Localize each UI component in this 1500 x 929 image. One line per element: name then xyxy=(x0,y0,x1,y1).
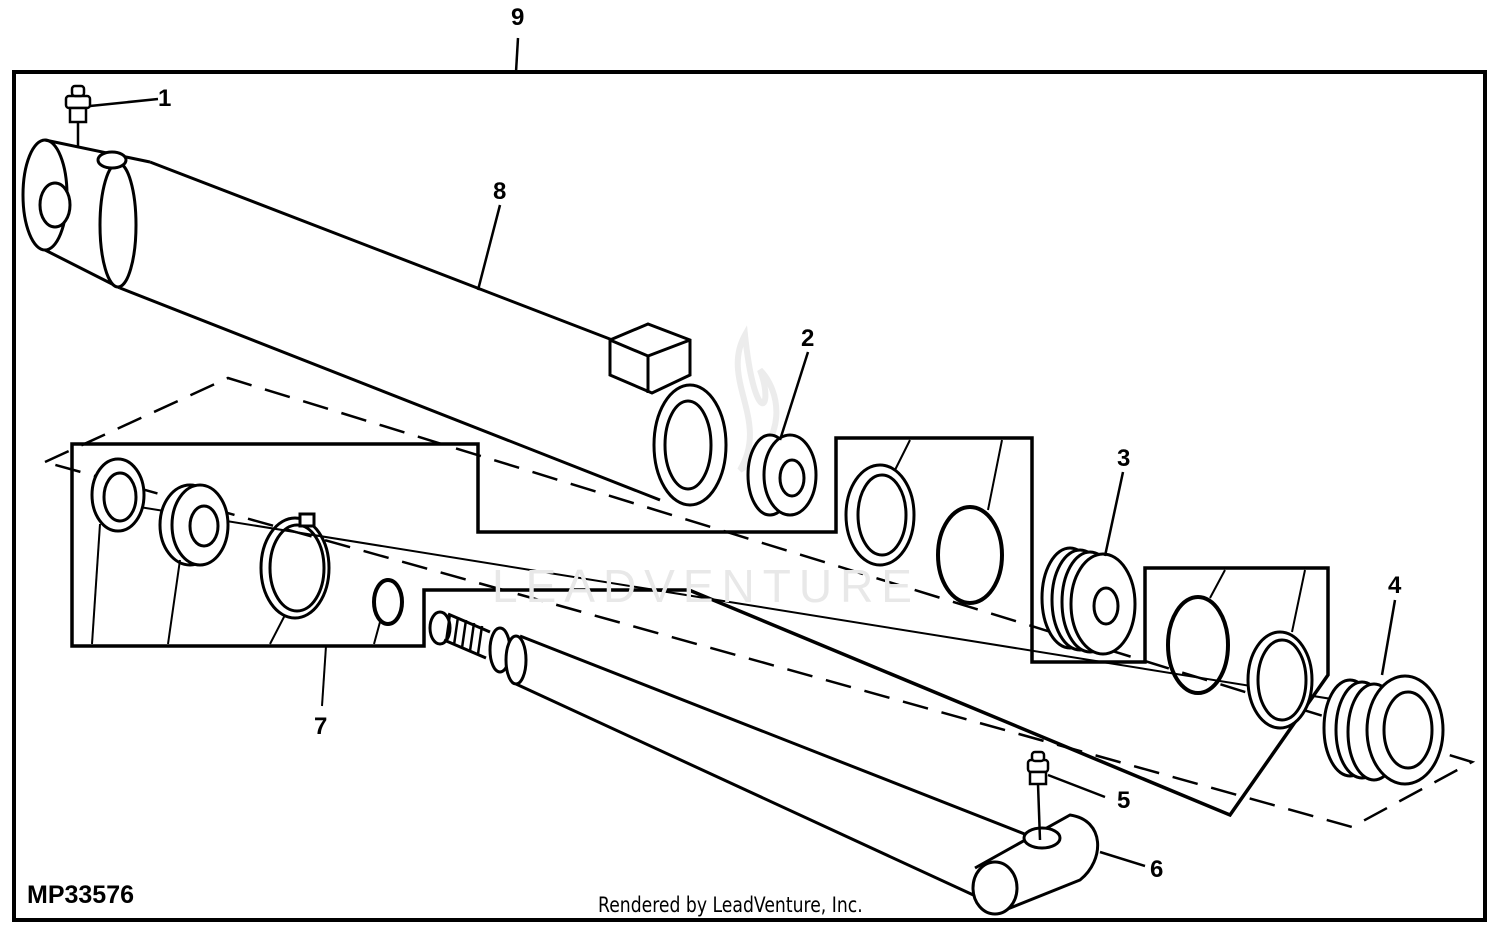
render-credit: Rendered by LeadVenture, Inc. xyxy=(598,893,863,917)
kit-leader-c2 xyxy=(1291,569,1306,633)
kit-leader-b2 xyxy=(987,439,1003,511)
leader-9 xyxy=(514,37,520,73)
leader-3 xyxy=(1103,471,1125,557)
grease-fitting-rod xyxy=(1026,750,1050,841)
watermark-logo xyxy=(734,325,780,473)
kit-leader-b1 xyxy=(894,439,911,471)
kit-oring-b xyxy=(936,505,1004,605)
leader-8 xyxy=(476,204,502,291)
kit-seal-ring-c xyxy=(1246,630,1314,730)
piston xyxy=(1040,546,1137,656)
kit-leader-c1 xyxy=(1209,569,1226,599)
callout-2: 2 xyxy=(801,325,815,352)
callout-6: 6 xyxy=(1150,856,1164,883)
callout-7: 7 xyxy=(314,713,328,740)
leader-2 xyxy=(778,351,810,441)
assembly-frame xyxy=(12,70,1487,922)
leader-4 xyxy=(1380,599,1397,676)
kit-wiper xyxy=(158,483,230,567)
kit-seal-ring-b xyxy=(844,463,916,567)
piston-rod xyxy=(428,610,1100,916)
callout-9: 9 xyxy=(511,4,525,31)
leader-1 xyxy=(89,97,159,108)
kit-ring-a xyxy=(90,457,146,533)
lock-nut xyxy=(746,433,818,517)
kit-leaders-7 xyxy=(91,523,381,707)
seal-kit-dashed-outline xyxy=(41,376,1476,829)
kit-outline xyxy=(70,436,1330,818)
callout-4: 4 xyxy=(1388,572,1402,599)
grease-fitting-top xyxy=(64,84,92,146)
figure-code: MP33576 xyxy=(27,881,135,909)
kit-snap-ring xyxy=(259,512,331,620)
kit-oring-c xyxy=(1166,595,1230,695)
callout-5: 5 xyxy=(1117,787,1131,814)
watermark-text: LEADVENTURE xyxy=(492,560,920,612)
cylinder-barrel xyxy=(21,138,728,507)
callout-1: 1 xyxy=(158,85,172,112)
kit-oring-small xyxy=(372,578,404,626)
leader-5 xyxy=(1047,773,1106,799)
callout-3: 3 xyxy=(1117,445,1131,472)
gland xyxy=(1322,674,1445,786)
leader-6 xyxy=(1099,850,1146,868)
callout-8: 8 xyxy=(493,178,507,205)
